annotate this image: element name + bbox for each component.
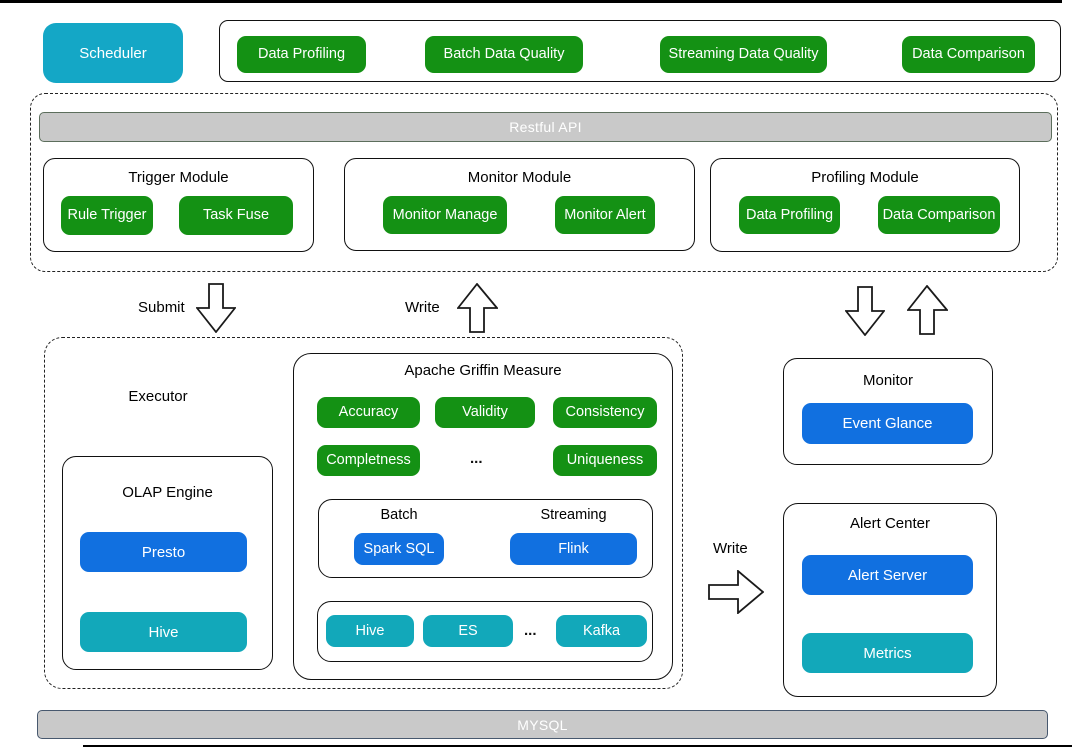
alert-center-title: Alert Center: [849, 515, 931, 532]
node-sink-kafka: Kafka: [556, 615, 647, 647]
node-spark-sql: Spark SQL: [354, 533, 444, 565]
node-event-glance: Event Glance: [802, 403, 973, 444]
node-metrics: Metrics: [802, 633, 973, 673]
monitor-module-title: Monitor Module: [467, 169, 572, 186]
profiling-module-title: Profiling Module: [811, 169, 919, 186]
monitor-down-arrow-icon: [845, 286, 885, 336]
griffin-measure-title: Apache Griffin Measure: [404, 362, 562, 379]
service-layer-dashed-box: [30, 93, 1058, 272]
monitor-panel-title: Monitor: [862, 372, 914, 389]
node-presto: Presto: [80, 532, 247, 572]
sinks-ellipsis: ...: [524, 622, 537, 639]
node-monitor-manage: Monitor Manage: [383, 196, 507, 234]
write-up-arrow-icon: [457, 283, 498, 333]
api-node-data-comparison: Data Comparison: [902, 36, 1035, 73]
submit-down-arrow-icon: [196, 283, 236, 333]
top-border-line: [0, 0, 1062, 3]
streaming-label: Streaming: [540, 507, 607, 523]
api-node-batch-data-quality: Batch Data Quality: [425, 36, 583, 73]
node-olap-hive: Hive: [80, 612, 247, 652]
api-node-data-profiling: Data Profiling: [237, 36, 366, 73]
node-monitor-alert: Monitor Alert: [555, 196, 655, 234]
submit-label: Submit: [138, 299, 185, 316]
trigger-module-title: Trigger Module: [128, 169, 229, 186]
node-alert-server: Alert Server: [802, 555, 973, 595]
write-right-label: Write: [713, 540, 748, 557]
node-profiling-data-profiling: Data Profiling: [739, 196, 840, 234]
monitor-up-arrow-icon: [907, 285, 948, 335]
olap-engine-title: OLAP Engine: [122, 484, 213, 501]
node-sink-es: ES: [423, 615, 513, 647]
scheduler-node: Scheduler: [43, 23, 183, 83]
bottom-border-line: [83, 745, 1072, 747]
write-up-label: Write: [405, 299, 440, 316]
api-node-streaming-data-quality: Streaming Data Quality: [660, 36, 827, 73]
node-accuracy: Accuracy: [317, 397, 420, 428]
node-consistency: Consistency: [553, 397, 657, 428]
mysql-bar: MYSQL: [37, 710, 1048, 739]
node-task-fuse: Task Fuse: [179, 196, 293, 235]
batch-label: Batch: [380, 507, 418, 523]
node-sink-hive: Hive: [326, 615, 414, 647]
node-flink: Flink: [510, 533, 637, 565]
node-validity: Validity: [435, 397, 535, 428]
dimensions-ellipsis: ...: [470, 450, 483, 467]
node-rule-trigger: Rule Trigger: [61, 196, 153, 235]
restful-api-bar: Restful API: [39, 112, 1052, 142]
node-profiling-data-comparison: Data Comparison: [878, 196, 1000, 234]
executor-dashed-box: [44, 337, 683, 689]
node-uniqueness: Uniqueness: [553, 445, 657, 476]
write-right-arrow-icon: [708, 570, 764, 614]
executor-title: Executor: [128, 388, 188, 405]
node-completness: Completness: [317, 445, 420, 476]
